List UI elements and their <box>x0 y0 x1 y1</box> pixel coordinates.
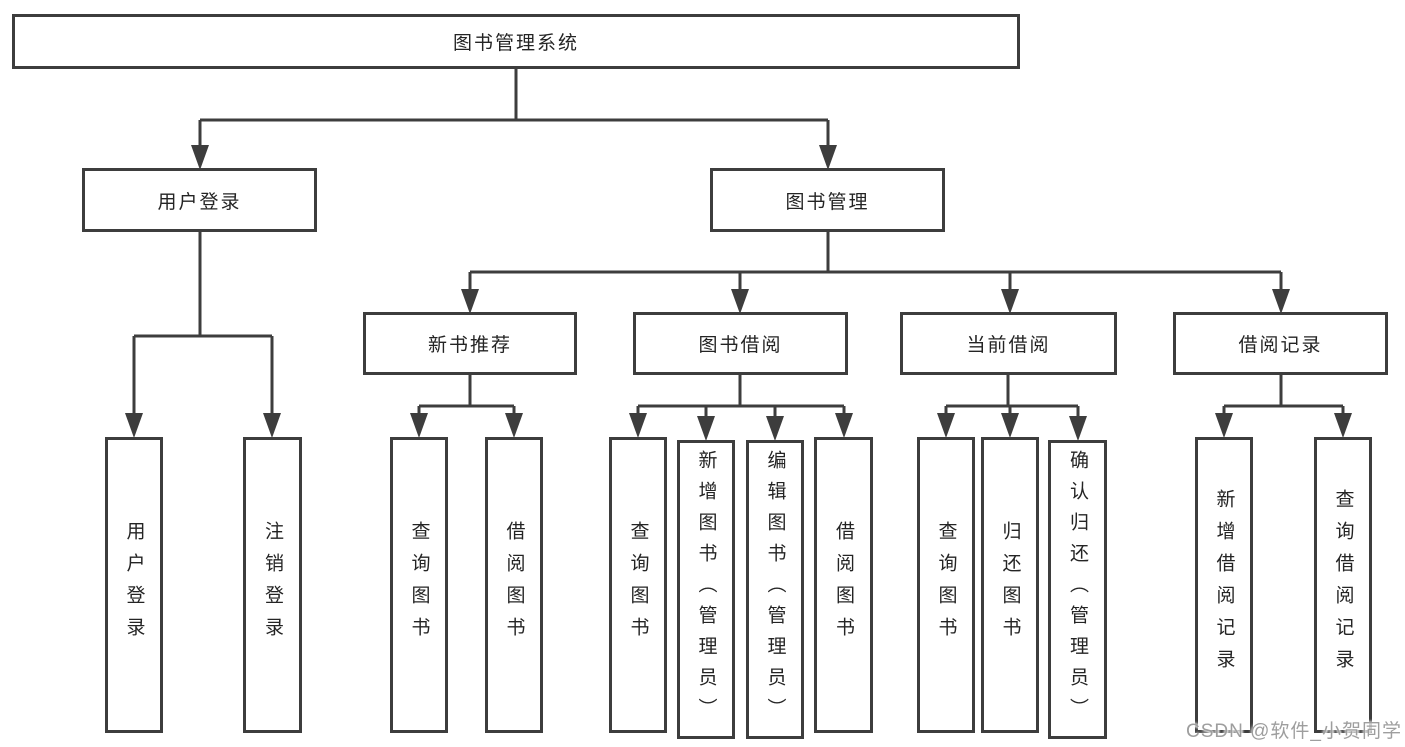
root-node: 图书管理系统 <box>12 14 1020 69</box>
section-book-borrow-label: 图书借阅 <box>698 335 783 356</box>
leaf-add-borrow-record: 新增借阅记录 <box>1195 437 1253 733</box>
branch-user-login: 用户登录 <box>82 168 317 232</box>
section-new-book-recommend: 新书推荐 <box>363 312 577 375</box>
section-borrow-records-label: 借阅记录 <box>1238 335 1323 356</box>
leaf-user-login-label: 用户登录 <box>123 521 145 649</box>
leaf-confirm-return-admin: 确认归还（管理员） <box>1048 440 1107 739</box>
branch-book-management: 图书管理 <box>710 168 945 232</box>
leaf-borrow-books-1: 借阅图书 <box>485 437 543 733</box>
branch-book-management-label: 图书管理 <box>785 191 870 213</box>
leaf-query-books-1: 查询图书 <box>390 437 448 733</box>
connector-strokes <box>132 69 1345 417</box>
csdn-watermark: CSDN @软件_小贺同学 <box>1186 721 1402 742</box>
root-node-label: 图书管理系统 <box>452 33 579 54</box>
leaf-edit-books-admin: 编辑图书（管理员） <box>746 440 804 739</box>
section-current-borrow-label: 当前借阅 <box>966 335 1051 356</box>
section-book-borrow: 图书借阅 <box>633 312 848 375</box>
leaf-query-books-2: 查询图书 <box>609 437 667 733</box>
leaf-user-login: 用户登录 <box>105 437 163 733</box>
section-borrow-records: 借阅记录 <box>1173 312 1388 375</box>
leaf-return-books-label: 归还图书 <box>999 521 1021 649</box>
leaf-query-borrow-record: 查询借阅记录 <box>1314 437 1372 733</box>
leaf-borrow-books-1-label: 借阅图书 <box>503 521 525 649</box>
leaf-query-books-3-label: 查询图书 <box>935 521 957 649</box>
leaf-logout-label: 注销登录 <box>262 521 283 649</box>
arrowhead-icons <box>125 145 1352 441</box>
branch-user-login-label: 用户登录 <box>157 191 242 213</box>
leaf-edit-books-admin-label: 编辑图书（管理员） <box>764 450 786 729</box>
leaf-add-books-admin-label: 新增图书（管理员） <box>695 450 717 729</box>
leaf-add-borrow-record-label: 新增借阅记录 <box>1213 489 1235 681</box>
section-current-borrow: 当前借阅 <box>900 312 1117 375</box>
leaf-logout: 注销登录 <box>243 437 302 733</box>
leaf-query-books-1-label: 查询图书 <box>408 521 430 649</box>
leaf-add-books-admin: 新增图书（管理员） <box>677 440 735 739</box>
leaf-borrow-books-2: 借阅图书 <box>814 437 873 733</box>
leaf-query-books-3: 查询图书 <box>917 437 975 733</box>
leaf-query-books-2-label: 查询图书 <box>627 521 649 649</box>
leaf-return-books: 归还图书 <box>981 437 1039 733</box>
leaf-borrow-books-2-label: 借阅图书 <box>833 521 854 649</box>
leaf-confirm-return-admin-label: 确认归还（管理员） <box>1067 450 1088 729</box>
leaf-query-borrow-record-label: 查询借阅记录 <box>1332 489 1354 681</box>
section-new-book-recommend-label: 新书推荐 <box>427 335 512 356</box>
